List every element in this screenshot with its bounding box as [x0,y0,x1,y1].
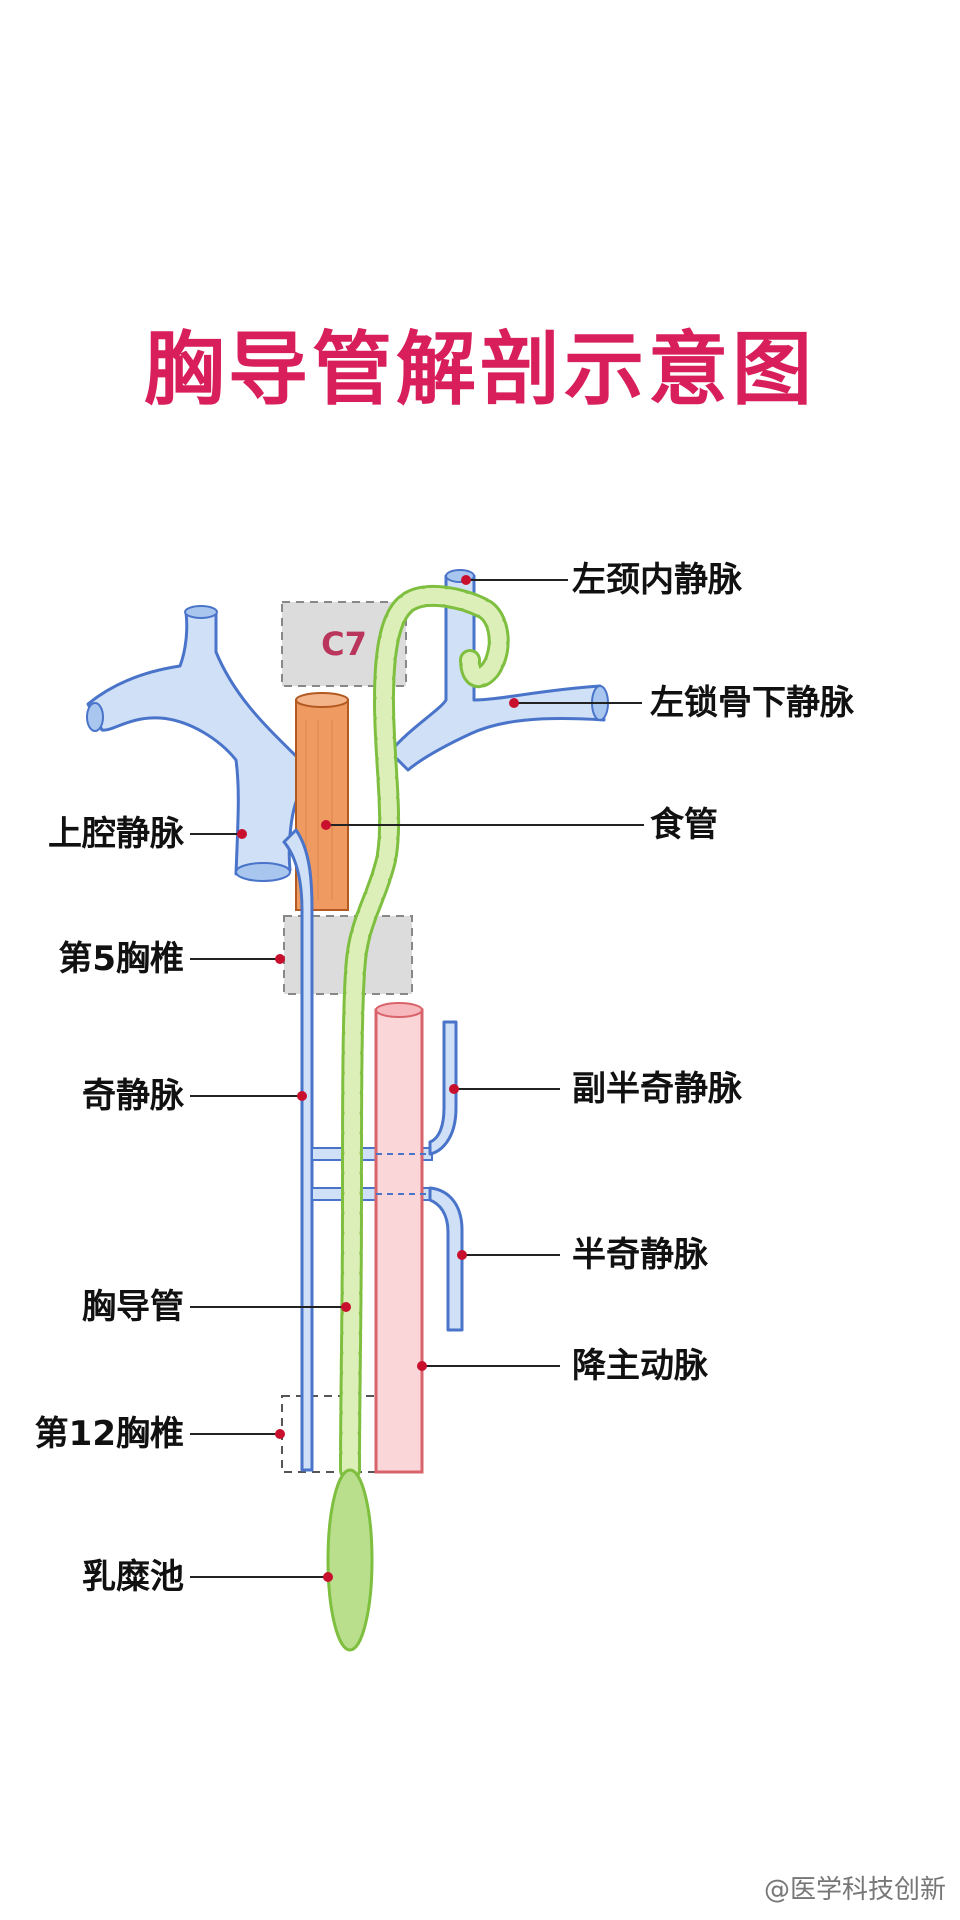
pointer-dots [237,575,519,1582]
label-fifth-thoracic-vertebra: 第5胸椎 [58,939,184,979]
accessory-hemiazygos-shape [428,1020,458,1156]
label-azygos-vein: 奇静脉 [82,1076,184,1116]
pointer-lines [190,579,644,1578]
watermark: @医学科技创新 [763,1875,946,1905]
label-accessory-hemiazygos-vein: 副半奇静脉 [572,1069,742,1109]
label-esophagus: 食管 [650,805,718,845]
label-left-subclavian-vein: 左锁骨下静脉 [650,683,854,723]
label-superior-vena-cava: 上腔静脉 [48,814,184,854]
descending-aorta-shape [374,1002,424,1474]
label-thoracic-duct: 胸导管 [82,1287,184,1327]
page-title: 胸导管解剖示意图 [144,323,816,416]
c7-label: C7 [321,625,367,663]
cisterna-chyli-shape [326,1468,374,1652]
label-hemiazygos-vein: 半奇静脉 [572,1235,708,1275]
label-cisterna-chyli: 乳糜池 [82,1557,184,1597]
label-left-internal-jugular-vein: 左颈内静脉 [572,560,742,600]
hemiazygos-shape [428,1186,464,1332]
label-twelfth-thoracic-vertebra: 第12胸椎 [34,1414,184,1454]
label-descending-aorta: 降主动脉 [572,1346,708,1386]
